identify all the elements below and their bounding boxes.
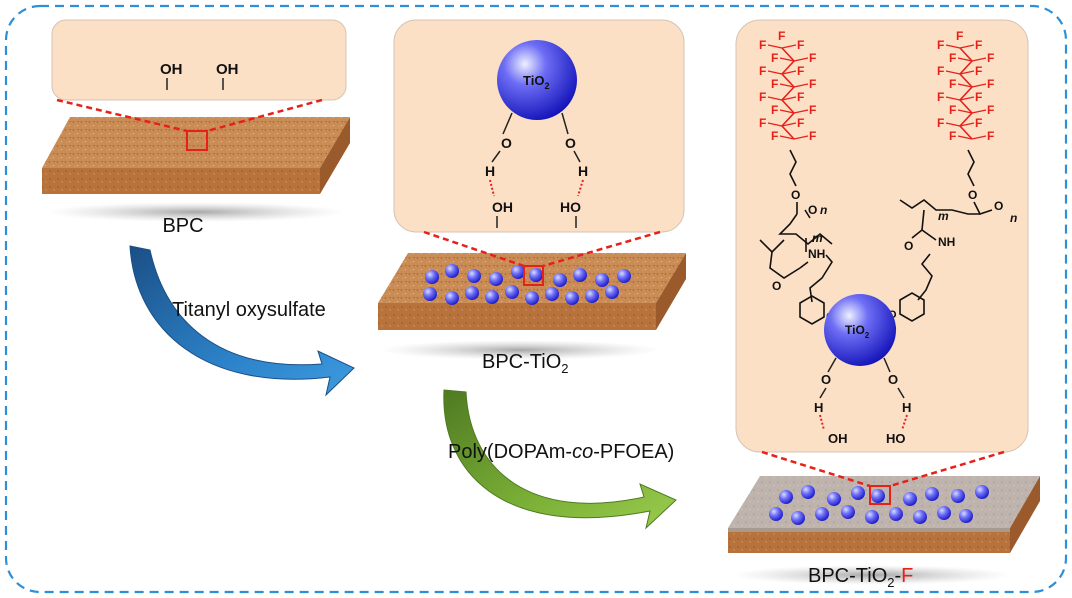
svg-text:OH: OH (492, 199, 513, 215)
fluorine-atom: F (937, 90, 944, 104)
zoom-box (186, 130, 208, 151)
fluorine-atom: F (937, 116, 944, 130)
svg-text:m: m (938, 209, 949, 223)
fluorine-atom: F (797, 90, 804, 104)
fluorine-atom: F (771, 129, 778, 143)
svg-text:n: n (820, 203, 827, 217)
fluorine-atom: F (771, 51, 778, 65)
fluorine-atom: F (809, 51, 816, 65)
fluorine-atom: F (778, 29, 785, 43)
hydroxyl-label-2: OH (216, 61, 239, 78)
cork-board-top (42, 117, 350, 168)
tio2-label: TiO2 (523, 73, 549, 91)
svg-text:H: H (485, 163, 495, 179)
label-titanyl-oxysulfate: Titanyl oxysulfate (172, 299, 326, 321)
catechol-rings (799, 292, 925, 325)
outer-frame (4, 4, 1068, 594)
svg-text:O: O (791, 188, 800, 202)
zoom-box (523, 265, 544, 286)
zoom-panel-bpc (51, 19, 347, 101)
coated-nanoparticles (769, 485, 989, 525)
svg-text:H: H (814, 400, 823, 415)
fluorine-atom: F (987, 103, 994, 117)
svg-text:NH: NH (808, 247, 825, 261)
fluorine-atom: F (809, 129, 816, 143)
fluorine-atom: F (771, 77, 778, 91)
fluorine-atom: F (809, 103, 816, 117)
stage-bpc-tio2: TiO2 O O H H OH HO (378, 19, 686, 376)
fluorine-atom: F (797, 116, 804, 130)
tio2-particle-coated (824, 294, 896, 366)
stage-bpc: OH OH BPC (42, 19, 350, 237)
svg-text:O: O (968, 188, 977, 202)
arrow-poly: Poly(DOPAm-co-PFOEA) (443, 389, 677, 530)
zoom-panel-fluorinated (735, 19, 1029, 453)
svg-text:NH: NH (938, 235, 955, 249)
hydroxyl-label-1: OH (160, 61, 183, 78)
svg-text:O: O (772, 279, 781, 293)
fluorine-atom: F (797, 64, 804, 78)
fluorine-atom: F (987, 129, 994, 143)
svg-text:HO: HO (886, 431, 906, 446)
tio2-particle (497, 40, 577, 120)
fluorine-atom: F (975, 38, 982, 52)
fluorine-atom: F (759, 64, 766, 78)
label-poly-dopam-co-pfoea: Poly(DOPAm-co-PFOEA) (448, 441, 674, 463)
zoom-box (869, 485, 891, 505)
fluorine-atom: F (949, 51, 956, 65)
perfluoro-backbone (780, 47, 796, 140)
fluorine-atom: F (759, 116, 766, 130)
fluorine-atom: F (949, 103, 956, 117)
svg-text:OH: OH (828, 431, 848, 446)
fluorine-atom: F (797, 38, 804, 52)
svg-text:HO: HO (560, 199, 581, 215)
fluorine-atom: F (956, 29, 963, 43)
fluorine-atom: F (771, 103, 778, 117)
svg-text:O: O (994, 199, 1003, 213)
tio2-nanoparticles (423, 264, 631, 305)
svg-text:O: O (888, 372, 898, 387)
svg-text:m: m (812, 231, 823, 245)
label-bpc: BPC (162, 215, 203, 237)
fluorine-atom: F (759, 38, 766, 52)
tio2-label: TiO2 (845, 323, 870, 340)
fluorine-atom: F (809, 77, 816, 91)
fluorine-atom: F (975, 116, 982, 130)
svg-text:n: n (1010, 211, 1017, 225)
label-bpc-tio2: BPC-TiO2 (482, 351, 569, 376)
fluorine-atom: F (937, 38, 944, 52)
label-bpc-tio2-f: BPC-TiO2-F (808, 565, 913, 590)
fluorine-atom: F (987, 77, 994, 91)
perfluoro-backbone (958, 47, 974, 140)
fluorine-atom: F (949, 129, 956, 143)
fluorine-atom: F (949, 77, 956, 91)
svg-text:O: O (808, 203, 817, 217)
arrow-titanyl: Titanyl oxysulfate (129, 245, 355, 397)
polymer-backbone: O O m O NH O O m n O NH n (759, 149, 1017, 303)
svg-text:O: O (821, 372, 831, 387)
fluorine-atom: F (987, 51, 994, 65)
fluorine-atom: F (975, 90, 982, 104)
zoom-panel-tio2 (393, 19, 685, 233)
svg-text:O: O (565, 135, 576, 151)
svg-text:O: O (904, 239, 913, 253)
svg-text:H: H (578, 163, 588, 179)
fluorine-atom: F (975, 64, 982, 78)
fluorine-atom: F (937, 64, 944, 78)
fluorine-atom: F (759, 90, 766, 104)
svg-text:H: H (902, 400, 911, 415)
svg-text:O: O (501, 135, 512, 151)
